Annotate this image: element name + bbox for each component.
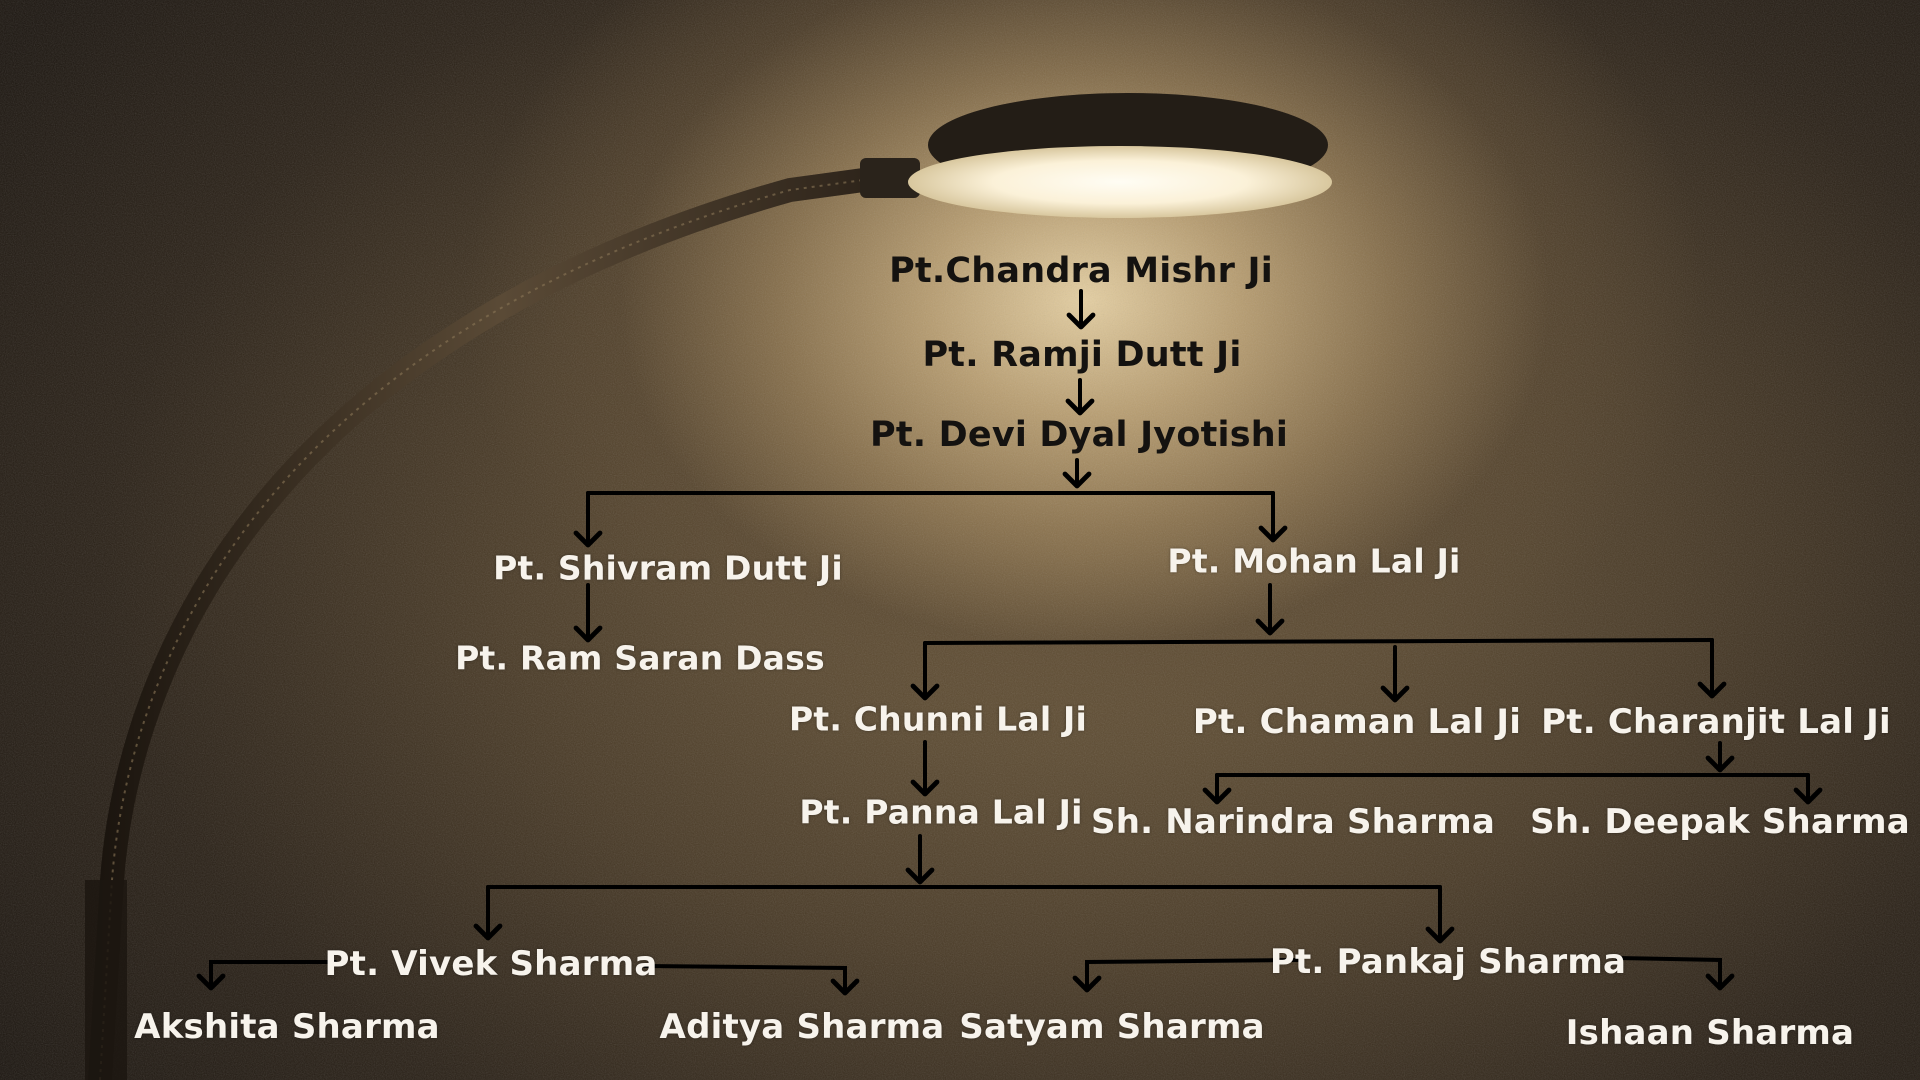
arrow-pankaj-ishaan — [1615, 956, 1735, 991]
node-vivek-sharma: Pt. Vivek Sharma — [324, 944, 658, 984]
node-mohan-lal: Pt. Mohan Lal Ji — [1167, 541, 1461, 581]
node-narindra-sharma: Sh. Narindra Sharma — [1091, 802, 1495, 842]
node-shivram-dutt: Pt. Shivram Dutt Ji — [493, 548, 843, 588]
arrow-pankaj-satyam — [1072, 958, 1300, 993]
node-satyam-sharma: Satyam Sharma — [959, 1007, 1265, 1047]
arrow-vivek-aditya — [643, 964, 860, 996]
node-chunni-lal: Pt. Chunni Lal Ji — [788, 699, 1088, 739]
node-deepak-sharma: Sh. Deepak Sharma — [1530, 802, 1910, 842]
node-devi-dyal: Pt. Devi Dyal Jyotishi — [869, 415, 1289, 455]
branch-mohan — [923, 638, 1714, 645]
node-charanjit-lal: Pt. Charanjit Lal Ji — [1541, 702, 1891, 742]
node-chaman-lal: Pt. Chaman Lal Ji — [1192, 702, 1522, 742]
node-akshita-sharma: Akshita Sharma — [134, 1007, 440, 1047]
node-aditya-sharma: Aditya Sharma — [659, 1007, 945, 1047]
node-panna-lal: Pt. Panna Lal Ji — [799, 792, 1083, 832]
lamp-stem — [85, 880, 127, 1080]
node-ram-saran-dass: Pt. Ram Saran Dass — [455, 638, 825, 678]
lamp-joint — [860, 158, 920, 198]
node-chandra-mishr: Pt.Chandra Mishr Ji — [889, 251, 1273, 291]
arrow-vivek-akshita — [196, 960, 337, 991]
node-ramji-dutt: Pt. Ramji Dutt Ji — [922, 335, 1242, 375]
node-ishaan-sharma: Ishaan Sharma — [1565, 1013, 1855, 1053]
lamp-light — [908, 146, 1332, 218]
node-pankaj-sharma: Pt. Pankaj Sharma — [1269, 942, 1627, 982]
